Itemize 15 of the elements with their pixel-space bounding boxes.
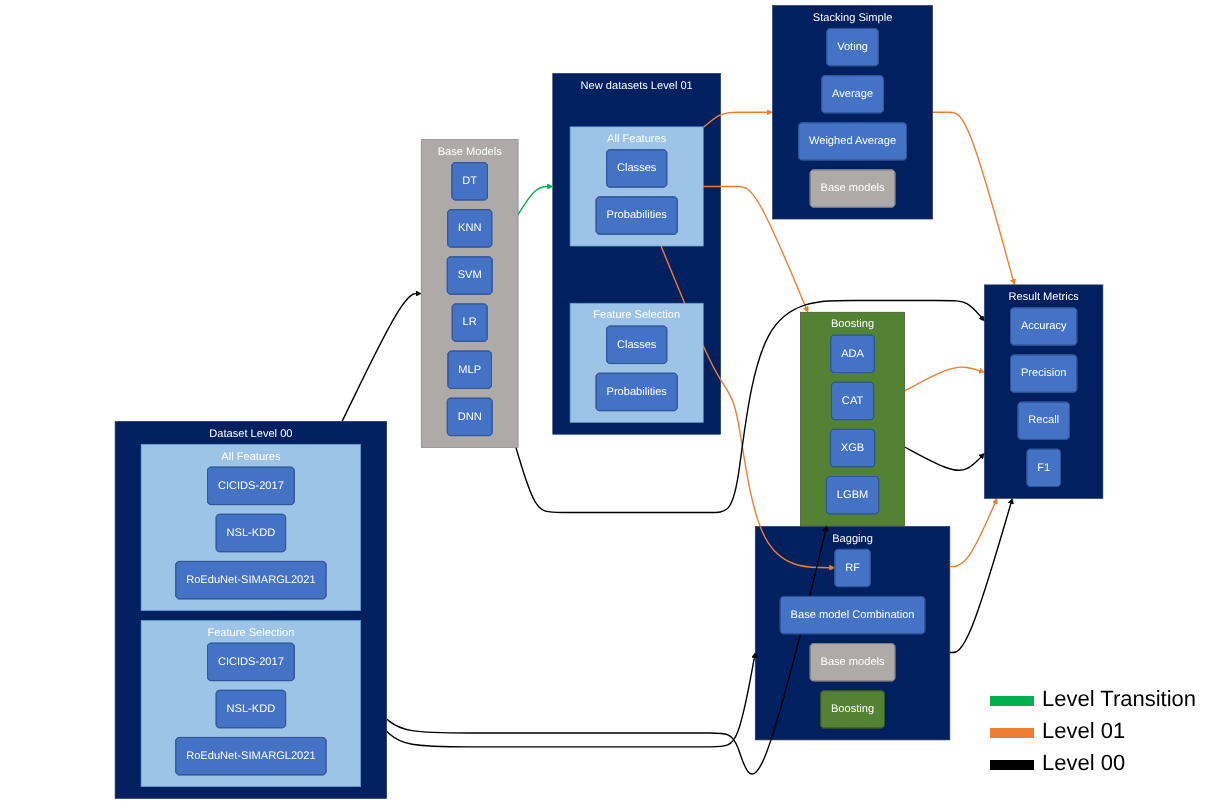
- arrow: [515, 299, 985, 514]
- arrow: [517, 183, 554, 216]
- arrow: [903, 446, 985, 472]
- legend-label: Level 00: [1042, 752, 1126, 776]
- legend-label: Level 01: [1042, 720, 1126, 744]
- arrow: [385, 525, 829, 775]
- legend-label: Level Transition: [1042, 688, 1197, 712]
- arrow: [903, 366, 985, 392]
- arrow: [385, 652, 758, 748]
- arrow: [931, 111, 1016, 286]
- arrow: [341, 290, 422, 423]
- arrow: [702, 185, 809, 313]
- arrow: [949, 498, 1014, 654]
- arrow: [949, 498, 998, 568]
- arrow: [702, 109, 773, 129]
